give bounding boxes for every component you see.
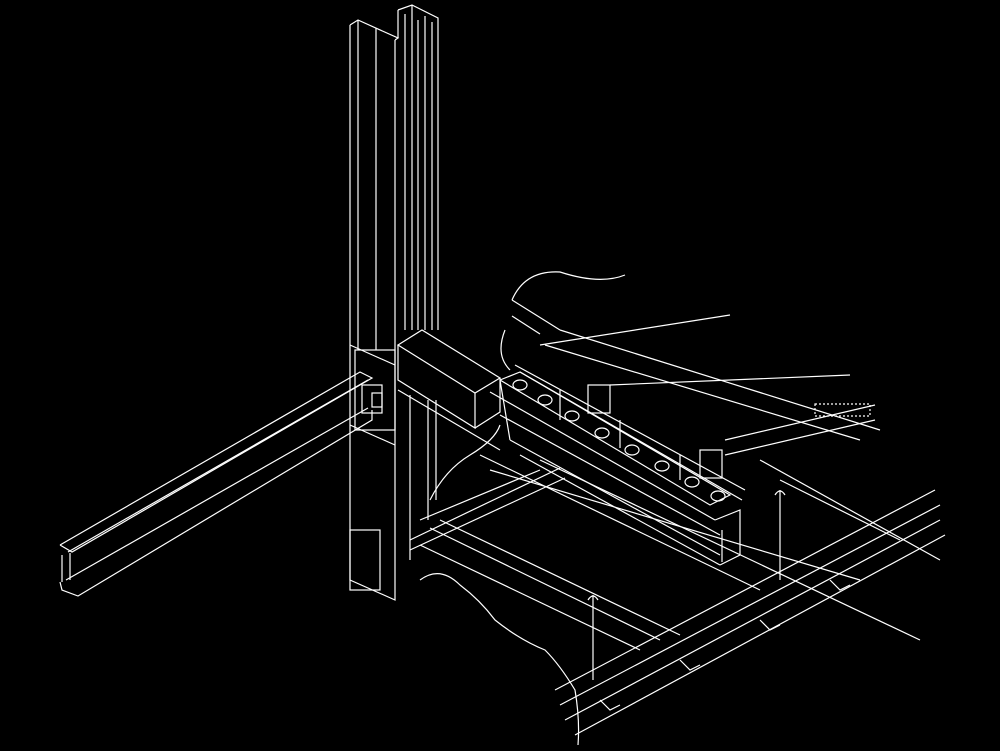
main-girder <box>396 329 741 566</box>
break-lines <box>419 424 580 746</box>
lower-framing <box>409 454 946 736</box>
hanger-wires <box>587 490 786 680</box>
left-i-beam <box>59 371 383 597</box>
steel-column <box>349 4 439 601</box>
floor-deck <box>500 271 881 456</box>
castellated-joist <box>499 364 746 506</box>
